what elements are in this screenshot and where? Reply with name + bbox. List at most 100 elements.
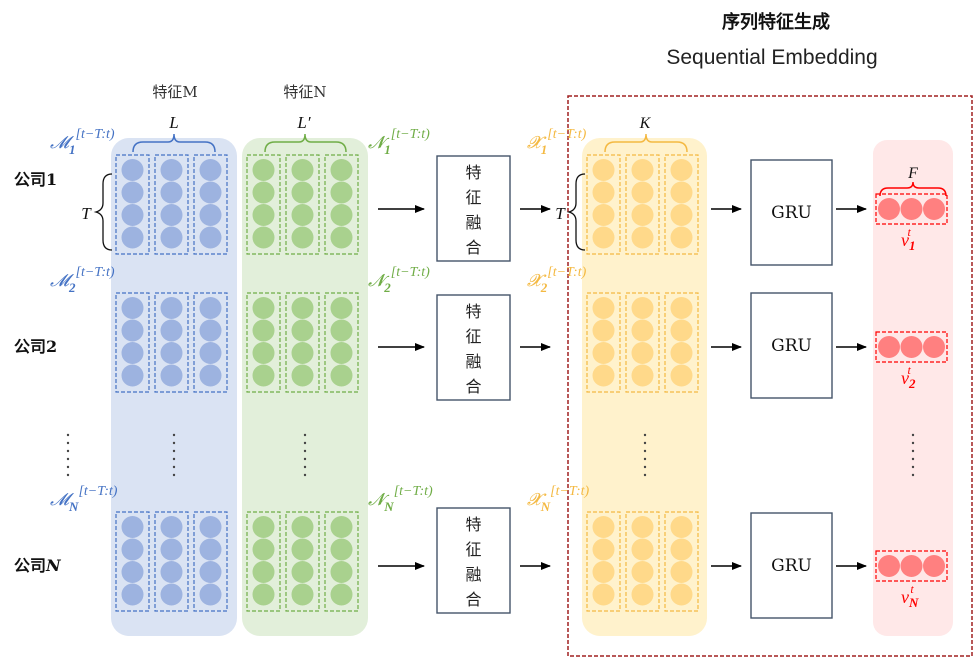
brace-l-prime (264, 133, 347, 153)
ellipsis-dot (172, 457, 176, 461)
feature-m-cell (199, 181, 222, 204)
width-symbol-f: F (907, 165, 918, 182)
fusion-char: 征 (465, 327, 481, 346)
feature-n-cell (252, 364, 275, 387)
tensor-label-n: 𝓝2[t−T:t) (368, 265, 430, 295)
fused-feature-cell (592, 181, 615, 204)
feature-fusion-box (436, 294, 511, 401)
ellipsis-dot (643, 449, 647, 453)
fused-feature-cell (670, 538, 693, 561)
fusion-char: 融 (465, 213, 481, 232)
gru-label: GRU (771, 556, 812, 576)
feature-n-cell (252, 297, 275, 319)
feature-fusion-box (436, 155, 511, 262)
feature-m-cell (121, 226, 144, 249)
feature-n-cell (291, 297, 314, 319)
gru-box (750, 512, 833, 619)
feature-m-cell (121, 538, 144, 561)
fused-feature-cell (592, 516, 615, 538)
fusion-char: 合 (465, 238, 481, 257)
feature-n-cell (291, 319, 314, 342)
fused-feature-cell (592, 583, 615, 606)
feature-n-cell (291, 181, 314, 204)
vertical-ellipsis (643, 433, 647, 477)
feature-m-cell (199, 159, 222, 181)
fused-feature-cell (631, 181, 654, 204)
ellipsis-dot (643, 441, 647, 445)
feature-m-cell (160, 538, 183, 561)
ellipsis-dot (66, 473, 70, 477)
feature-n-cell (291, 226, 314, 249)
fused-feature-cell (592, 364, 615, 387)
ellipsis-dot (911, 449, 915, 453)
fused-feature-cell (592, 204, 615, 226)
feature-m-cell (121, 181, 144, 204)
ellipsis-dot (911, 473, 915, 477)
ellipsis-dot (911, 465, 915, 469)
brace-t-fused (566, 173, 586, 251)
ellipsis-dot (303, 473, 307, 477)
fused-feature-cell (631, 342, 654, 364)
feature-m-cell (199, 364, 222, 387)
section-title-zh: 序列特征生成 (722, 11, 830, 33)
feature-n-cell (252, 319, 275, 342)
feature-m-cell (199, 561, 222, 583)
feature-m-cell (160, 297, 183, 319)
section-title-en: Sequential Embedding (666, 46, 877, 69)
ellipsis-dot (911, 433, 915, 437)
feature-n-label: 特征N (283, 83, 326, 101)
fused-feature-cell (592, 319, 615, 342)
fused-feature-cell (631, 226, 654, 249)
feature-m-cell (160, 226, 183, 249)
ellipsis-dot (911, 457, 915, 461)
ellipsis-dot (66, 457, 70, 461)
feature-n-cell (291, 342, 314, 364)
ellipsis-dot (66, 433, 70, 437)
vertical-ellipsis (911, 433, 915, 477)
feature-m-cell (121, 319, 144, 342)
width-symbol-k: K (639, 115, 652, 132)
fused-feature-cell (631, 516, 654, 538)
feature-n-cell (330, 516, 353, 538)
fusion-char: 特 (465, 163, 481, 182)
embedding-cell (900, 336, 923, 358)
ellipsis-dot (303, 433, 307, 437)
feature-m-label: 特征M (152, 83, 197, 101)
fused-feature-cell (670, 364, 693, 387)
fused-feature-cell (670, 342, 693, 364)
feature-m-cell (121, 204, 144, 226)
embedding-vector-box (875, 550, 948, 582)
feature-m-cell (199, 583, 222, 606)
tensor-label-m: 𝓜N[t−T:t) (50, 484, 118, 514)
embedding-cell (923, 336, 945, 358)
brace-k (604, 133, 688, 153)
feature-n-cell (252, 561, 275, 583)
embedding-vector-box (875, 193, 948, 225)
fusion-char: 合 (465, 377, 481, 396)
feature-n-cell (330, 181, 353, 204)
embedding-panel (873, 140, 953, 636)
feature-n-cell (330, 226, 353, 249)
feature-n-cell (252, 159, 275, 181)
feature-n-cell (330, 159, 353, 181)
feature-n-cell (291, 516, 314, 538)
feature-n-cell (291, 364, 314, 387)
fusion-char: 特 (465, 515, 481, 534)
feature-n-cell (330, 561, 353, 583)
feature-m-cell (121, 516, 144, 538)
fused-feature-cell (631, 319, 654, 342)
ellipsis-dot (643, 465, 647, 469)
vertical-ellipsis (172, 433, 176, 477)
tensor-label-x: 𝓧1[t−T:t) (527, 127, 587, 157)
feature-n-cell (252, 342, 275, 364)
ellipsis-dot (66, 465, 70, 469)
feature-n-cell (330, 204, 353, 226)
ellipsis-dot (643, 473, 647, 477)
time-symbol-input: T (81, 204, 92, 223)
tensor-label-m: 𝓜1[t−T:t) (50, 127, 115, 157)
embedding-cell (878, 336, 900, 358)
embedding-cell (878, 555, 900, 577)
feature-fusion-box (436, 507, 511, 614)
